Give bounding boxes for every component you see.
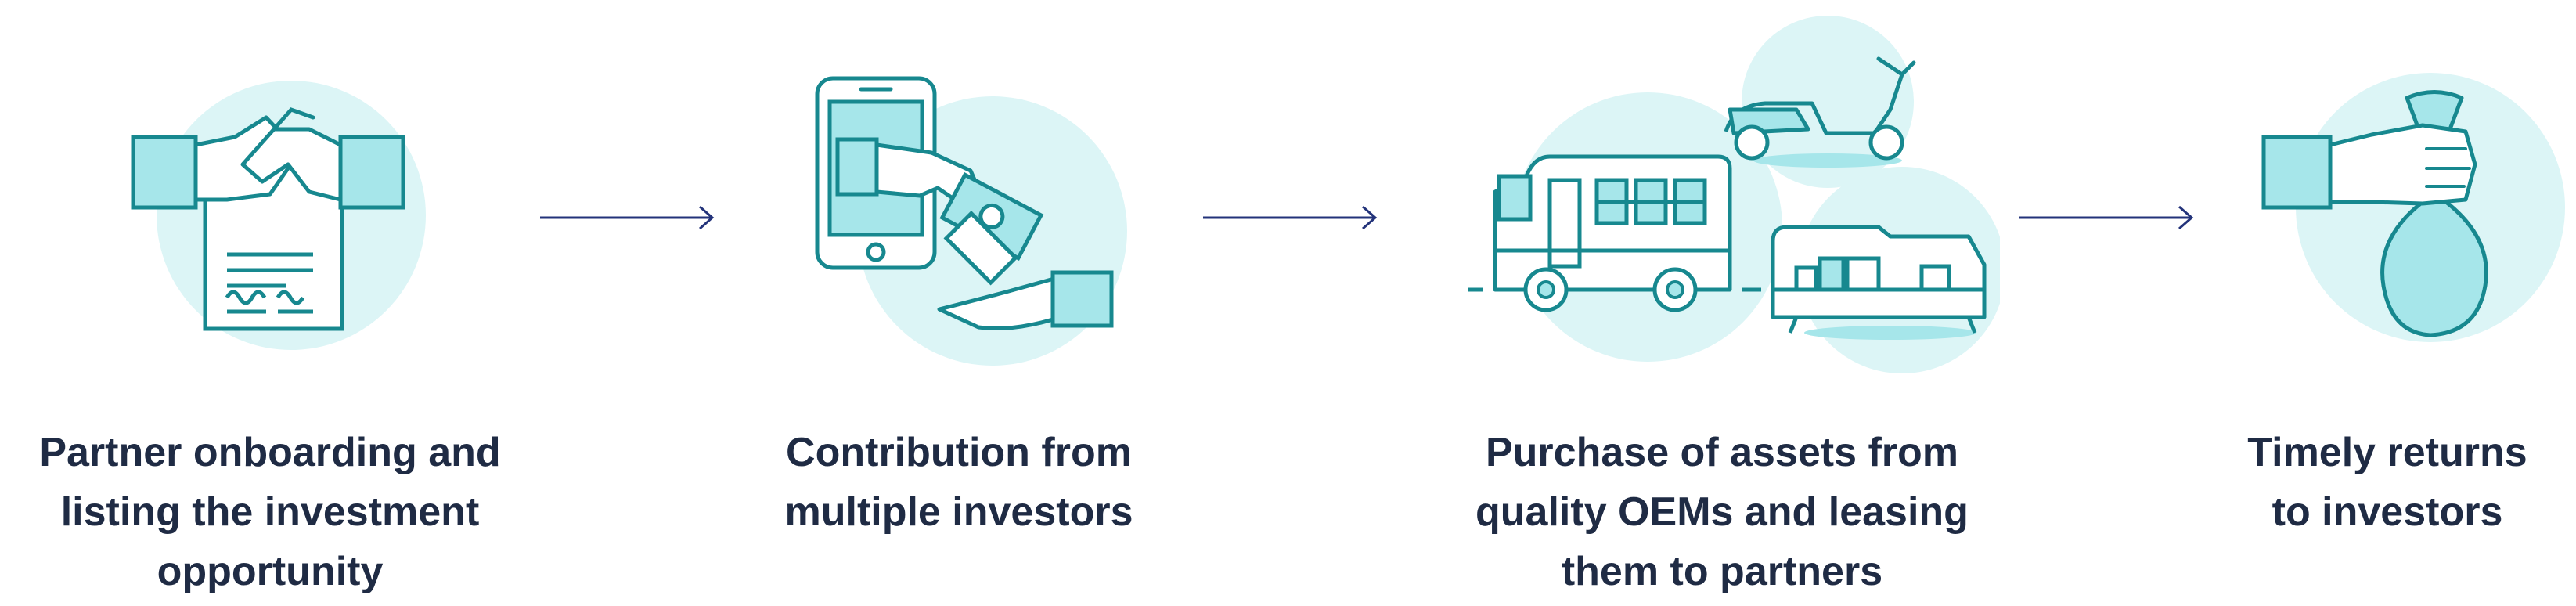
money-bag-icon (2261, 73, 2565, 342)
step-4-label-line-1: Timely returns (2247, 430, 2527, 475)
step-2 (806, 0, 1135, 376)
step-1-label-line-3: opportunity (157, 549, 384, 594)
phone-payment-icon (815, 76, 1127, 366)
arrow-1 (540, 205, 715, 230)
step-3 (1452, 0, 2000, 384)
step-1-label-line-2: listing the investment (60, 489, 480, 535)
arrow-2 (1203, 205, 1378, 230)
step-4-label-line-2: to investors (2272, 489, 2503, 535)
step-3-label-line-1: Purchase of assets from (1485, 430, 1959, 475)
step-1-label-line-1: Partner onboarding and (39, 430, 501, 475)
step-3-label-line-2: quality OEMs and leasing (1475, 489, 1969, 535)
arrow-3 (2019, 205, 2194, 230)
step-4 (2254, 0, 2567, 376)
step-2-label-line-2: multiple investors (784, 489, 1133, 535)
step-3-label-line-3: them to partners (1561, 549, 1883, 594)
step-4-label: Timely returns to investors (2200, 423, 2575, 542)
step-2-label: Contribution from multiple investors (708, 423, 1209, 542)
handshake-contract-icon (131, 81, 426, 350)
step-1 (117, 0, 446, 376)
vehicles-furniture-icon (1468, 16, 2000, 373)
step-1-label: Partner onboarding and listing the inves… (8, 423, 532, 601)
step-3-label: Purchase of assets from quality OEMs and… (1432, 423, 2012, 601)
step-2-label-line-1: Contribution from (786, 430, 1132, 475)
